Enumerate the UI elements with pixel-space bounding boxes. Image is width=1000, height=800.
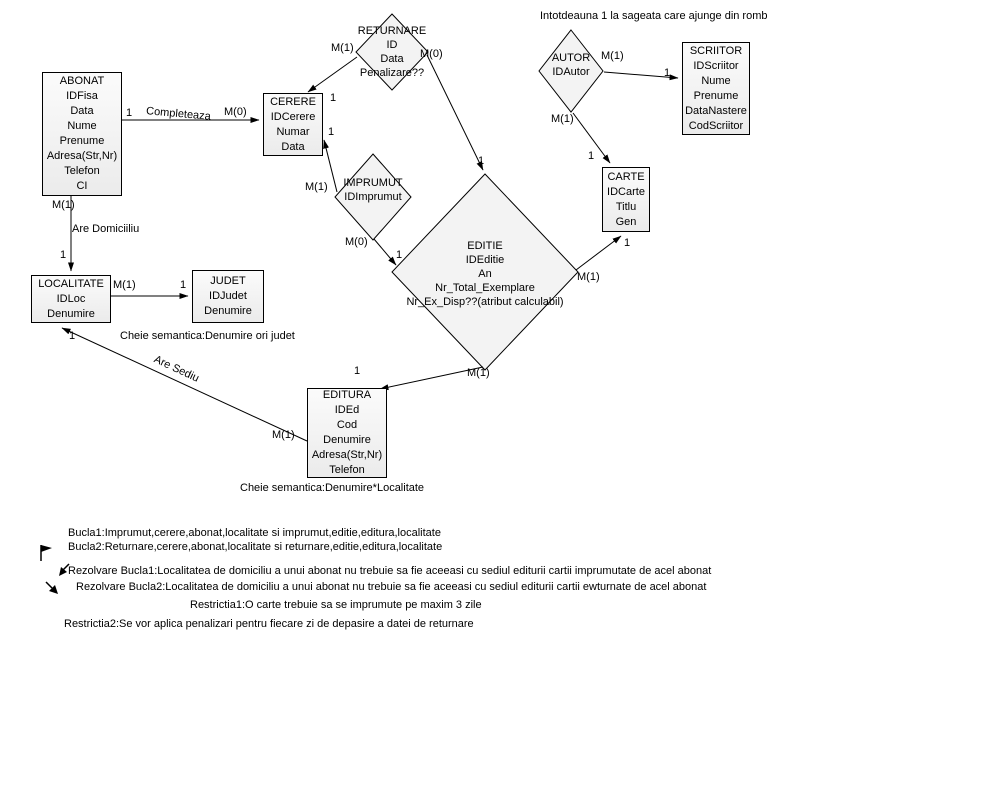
edge-imprumut-editie [373,238,397,266]
relationship-editie-shape[interactable] [391,173,579,371]
entity-title: ABONAT [59,75,105,87]
attribute-line: CI [76,180,88,192]
attribute-line: Telefon [329,464,365,476]
cardinality-autor-carte-1: 1 [588,150,595,162]
attribute-line: IDCerere [270,110,316,123]
attribute-line: Data [70,105,94,117]
attribute-line: Nume [67,120,97,132]
arrow-down-left-icon [59,563,70,576]
cardinality-localitate-judet-1: 1 [180,279,187,291]
attribute-line: Denumire [323,434,371,446]
attribute-line: Telefon [64,165,100,177]
cardinality-autor-scriitor-1: 1 [664,67,671,79]
cardinality-are-sediu-m1: M(1) [272,429,295,441]
attribute-line: IDScriitor [693,59,739,72]
cardinality-returnare-cerere-1: 1 [330,92,337,104]
attribute-line: IDFisa [66,90,98,102]
attribute-line: IDLoc [56,292,86,305]
attribute-line: Cod [336,419,358,431]
arrow-down-right-icon [45,581,58,594]
cardinality-localitate-judet-m1: M(1) [113,279,136,291]
edge-editura-localitate [61,327,308,442]
note-rezolvare1: Rezolvare Bucla1:Localitatea de domicili… [68,565,712,577]
entity-title: CERERE [270,95,316,108]
cardinality-abonat-localitate-m1: M(1) [52,199,75,211]
note-bucla1: Bucla1:Imprumut,cerere,abonat,localitate… [68,527,441,539]
attribute-line: Prenume [693,89,739,102]
entity-title: JUDET [210,275,246,287]
entity-title: LOCALITATE [38,277,104,290]
edge-autor-carte [572,112,611,164]
cardinality-returnare-editie-m0: M(0) [420,48,443,60]
attribute-line: Nume [701,74,731,87]
cardinality-editie-carte-m1: M(1) [577,271,600,283]
attribute-line: Denumire [204,305,252,317]
edge-returnare-editie [426,54,484,171]
note-editura-key: Cheie semantica:Denumire*Localitate [240,482,425,494]
note-restrictia1: Restrictia1:O carte trebuie sa se imprum… [190,599,482,611]
relationship-returnare-shape[interactable] [355,13,429,91]
attribute-line: DataNastere [685,104,747,117]
cardinality-editie-editura-1: 1 [354,365,361,377]
note-top: Intotdeauna 1 la sageata care ajunge din… [540,10,768,22]
edge-label-are-domiciliu: Are Domiciiliu [72,223,140,235]
attribute-line: Gen [615,215,637,228]
attribute-line: Adresa(Str,Nr) [46,150,118,162]
edge-editie-carte [575,235,622,271]
cardinality-editie-editura-m1: M(1) [467,367,490,379]
edge-editie-editura [379,366,484,391]
cardinality-imprumut-editie-1: 1 [396,249,403,261]
relationship-autor-shape[interactable] [538,29,604,113]
note-restrictia2: Restrictia2:Se vor aplica penalizari pen… [64,618,474,630]
cardinality-returnare-cerere-m1: M(1) [331,42,354,54]
attribute-line: IDJudet [209,290,247,302]
attribute-line: Titlu [615,200,637,213]
edge-returnare-cerere [307,56,358,93]
attribute-line: Data [281,140,305,153]
attribute-line: Adresa(Str,Nr) [311,449,383,461]
cardinality-abonat-localitate-1: 1 [60,249,67,261]
attribute-line: IDCarte [607,185,645,198]
attribute-line: Denumire [47,307,95,320]
relationship-imprumut-shape[interactable] [334,153,412,241]
cardinality-editie-carte-1: 1 [624,237,631,249]
entity-title: SCRIITOR [689,44,743,57]
note-bucla2: Bucla2:Returnare,cerere,abonat,localitat… [68,541,443,553]
flag-icon [40,545,52,561]
cardinality-imprumut-cerere-m1: M(1) [305,181,328,193]
cardinality-returnare-editie-1: 1 [478,155,485,167]
cardinality-abonat-cerere-m0: M(0) [224,106,247,118]
cardinality-abonat-cerere-1: 1 [126,107,133,119]
cardinality-autor-carte-m1: M(1) [551,113,574,125]
edge-autor-scriitor [603,71,679,81]
attribute-line: Numar [276,125,310,138]
attribute-line: CodScriitor [688,119,744,132]
note-rezolvare2: Rezolvare Bucla2:Localitatea de domicili… [76,581,707,593]
cardinality-autor-scriitor-m1: M(1) [601,50,624,62]
cardinality-imprumut-cerere-1: 1 [328,126,335,138]
attribute-line: IDEd [334,404,360,416]
cardinality-are-sediu-1: 1 [69,330,76,342]
edge-imprumut-cerere [323,139,338,193]
entity-title: EDITURA [322,389,372,401]
note-judet-key: Cheie semantica:Denumire ori judet [120,330,295,342]
entity-title: CARTE [607,170,645,183]
cardinality-imprumut-editie-m0: M(0) [345,236,368,248]
attribute-line: Prenume [59,135,105,147]
